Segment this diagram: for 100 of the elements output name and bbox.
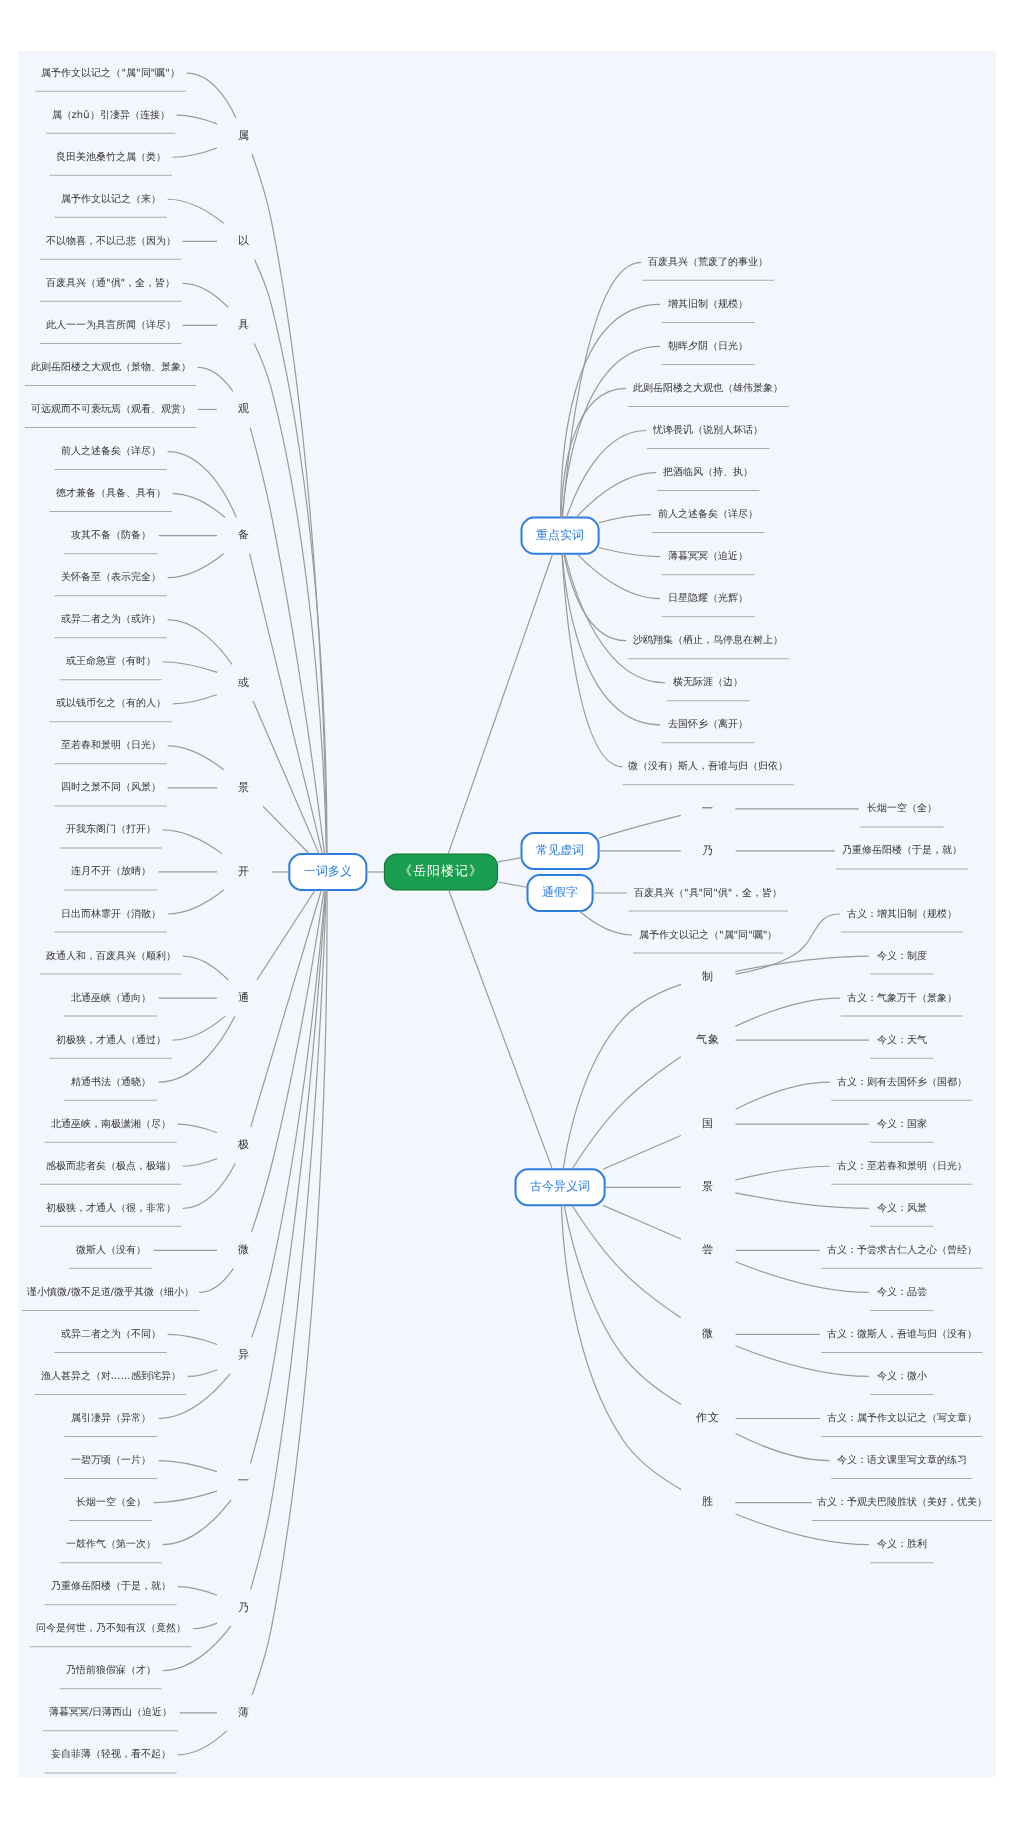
connector (196, 365, 233, 391)
connector (157, 534, 217, 536)
connector (248, 552, 322, 854)
connector (152, 1489, 217, 1503)
connector (570, 1203, 681, 1318)
connector (733, 1191, 869, 1208)
connector (601, 1133, 681, 1169)
connector (181, 323, 217, 325)
connector (157, 1372, 230, 1419)
connector (176, 1729, 227, 1755)
connector (570, 1055, 681, 1169)
connector (249, 888, 326, 1590)
connector (249, 888, 324, 1232)
connector (559, 386, 626, 518)
connector (152, 1248, 217, 1250)
connector (560, 552, 660, 725)
connector (562, 1203, 681, 1405)
connector (166, 449, 236, 517)
connector (157, 870, 217, 872)
connector (176, 1122, 217, 1133)
connector (603, 1185, 681, 1187)
connector (181, 281, 228, 307)
connector (196, 407, 217, 410)
connector (734, 1431, 830, 1461)
connector (734, 1080, 830, 1109)
connector (733, 807, 859, 809)
connector (166, 618, 232, 665)
connector (161, 660, 217, 672)
connector (574, 470, 656, 517)
connector (733, 1512, 869, 1545)
connector (447, 888, 552, 1169)
connector (157, 1014, 235, 1082)
connector (157, 1458, 217, 1472)
connector (178, 1711, 217, 1713)
connector (496, 856, 521, 862)
connector (733, 954, 869, 972)
connector (250, 888, 325, 1337)
connector (597, 513, 651, 523)
connector (733, 996, 840, 1026)
connector (171, 146, 217, 157)
connector (176, 1585, 217, 1595)
connector (733, 1260, 869, 1292)
connector (559, 302, 660, 518)
connector (446, 552, 553, 854)
connector (166, 1332, 217, 1345)
connector (250, 152, 327, 854)
connector (561, 982, 681, 1169)
connector (559, 1203, 681, 1490)
connector (734, 1332, 820, 1335)
connector (575, 552, 660, 599)
connector (734, 1416, 820, 1419)
connector (186, 1368, 217, 1377)
connector (248, 888, 326, 1464)
connector (250, 888, 327, 1695)
connector (157, 996, 217, 998)
connector (166, 552, 224, 578)
connector (560, 344, 660, 518)
connector (560, 552, 623, 767)
connector (261, 804, 309, 854)
connector (166, 197, 224, 223)
connector (251, 699, 319, 854)
connector (191, 1621, 217, 1629)
connector (161, 828, 222, 854)
connector (577, 909, 632, 935)
connector (181, 1156, 217, 1166)
connector (255, 888, 315, 980)
connector (166, 786, 217, 788)
connector (564, 428, 646, 517)
connector (563, 552, 665, 683)
connector (733, 1122, 869, 1124)
connector (249, 888, 321, 1127)
connector (597, 813, 681, 838)
connector (562, 552, 626, 641)
connector (166, 744, 224, 770)
connector (175, 113, 217, 124)
connector (597, 849, 681, 851)
connector (733, 1501, 812, 1503)
connector (185, 71, 236, 118)
connector (733, 1038, 869, 1040)
connector (181, 239, 217, 241)
connector (171, 1014, 225, 1040)
connector (733, 1164, 830, 1180)
connector (734, 1248, 820, 1250)
connector (171, 491, 225, 518)
connector (248, 426, 325, 854)
connector (269, 870, 289, 872)
connector (364, 870, 384, 872)
connector (181, 1161, 235, 1208)
connector (733, 912, 840, 974)
connector (734, 849, 835, 851)
connector (197, 1266, 233, 1292)
connector (591, 891, 627, 893)
connector (560, 260, 641, 517)
connector (171, 692, 217, 704)
connector (166, 888, 224, 914)
connector (161, 1624, 231, 1671)
connector (181, 954, 228, 980)
connector (161, 1498, 231, 1545)
connector (601, 1203, 681, 1239)
connector (496, 880, 527, 887)
